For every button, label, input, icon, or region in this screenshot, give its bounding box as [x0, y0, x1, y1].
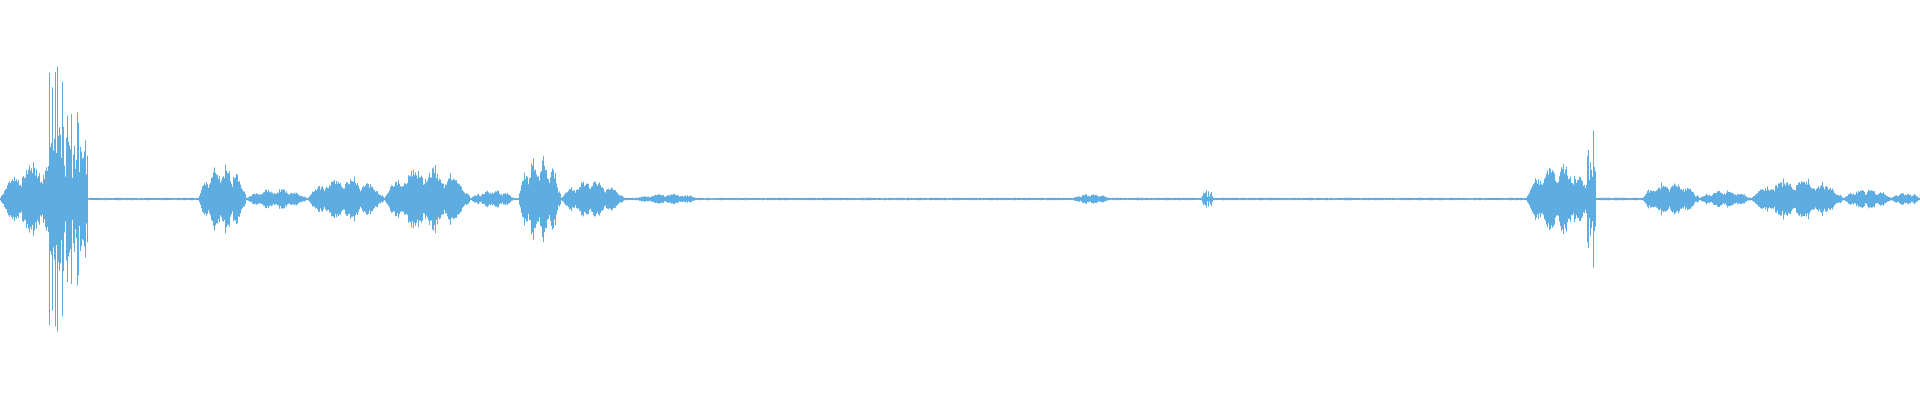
waveform-samples	[0, 66, 1920, 332]
